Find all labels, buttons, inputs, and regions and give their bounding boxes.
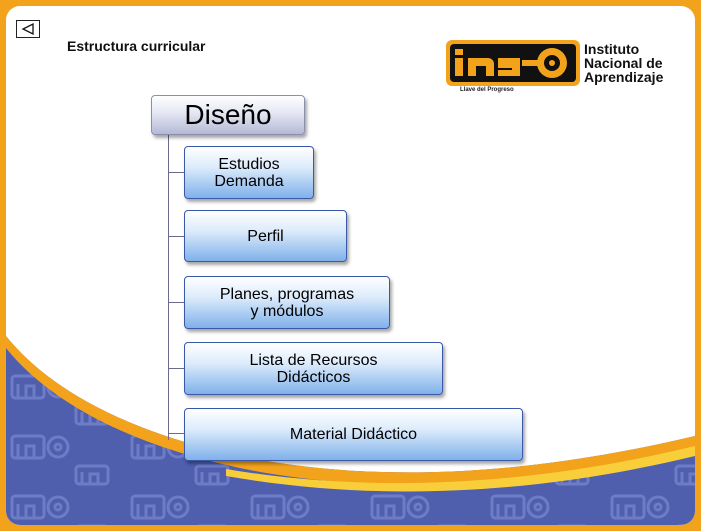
node-material-didactico[interactable]: Material Didáctico	[184, 408, 523, 461]
tree-connector-vertical	[168, 134, 169, 440]
back-button[interactable]	[16, 20, 40, 38]
logo-line-2: Nacional de	[584, 55, 663, 71]
tree-connector-branch	[168, 368, 186, 369]
node-planes-programas-modulos[interactable]: Planes, programas y módulos	[184, 276, 390, 329]
node-perfil[interactable]: Perfil	[184, 210, 347, 262]
node-label: y módulos	[250, 302, 324, 320]
tree-connector-branch	[168, 433, 186, 434]
node-label: Material Didáctico	[289, 426, 418, 443]
tree-connector-branch	[168, 302, 186, 303]
node-label: Planes, programas	[219, 285, 355, 303]
node-label: Demanda	[214, 172, 284, 190]
node-lista-recursos-didacticos[interactable]: Lista de Recursos Didácticos	[184, 342, 443, 395]
node-label: Perfil	[247, 227, 284, 245]
node-label: Didácticos	[276, 368, 351, 386]
triangle-left-icon	[21, 22, 34, 36]
ina-key-logo-icon	[446, 40, 580, 86]
tree-connector-branch	[168, 236, 186, 237]
background-wave	[6, 336, 695, 525]
logo-tagline: Llave del Progreso	[460, 87, 514, 93]
tree-connector-branch	[168, 172, 186, 173]
logo-line-1: Instituto	[584, 41, 640, 57]
slide-canvas: Estructura curricular Llave del Progreso…	[6, 6, 695, 525]
node-label: Estudios	[218, 155, 280, 173]
diagram-root-node[interactable]: Diseño	[151, 95, 305, 135]
logo-line-3: Aprendizaje	[584, 69, 664, 85]
node-estudios-demanda[interactable]: Estudios Demanda	[184, 146, 314, 199]
logo-institution-name: Instituto Nacional de Aprendizaje	[584, 42, 663, 84]
node-label: Lista de Recursos	[249, 351, 378, 369]
page-title: Estructura curricular	[67, 38, 206, 54]
ina-logo: Llave del Progreso Instituto Nacional de…	[446, 40, 695, 98]
